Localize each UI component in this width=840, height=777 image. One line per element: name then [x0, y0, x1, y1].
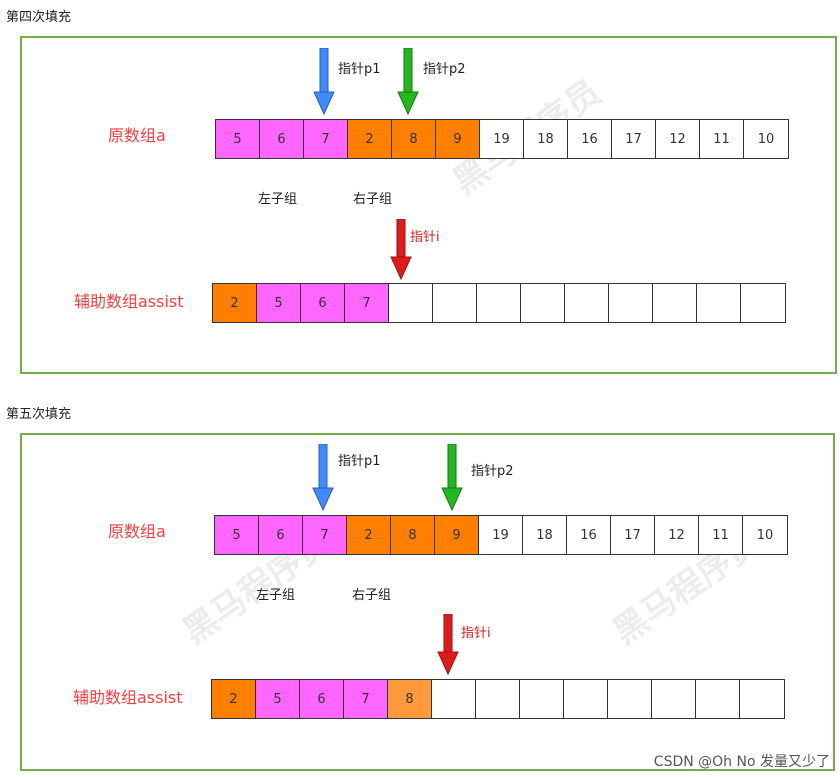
assist-cell: 8	[388, 680, 432, 718]
assist-cell	[609, 284, 653, 322]
array-cell: 19	[480, 120, 524, 158]
array-cell: 17	[611, 516, 655, 554]
array-cell: 18	[523, 516, 567, 554]
pointer-p1-icon	[313, 47, 335, 120]
right-group-label: 右子组	[353, 192, 393, 207]
right-group-label: 右子组	[352, 588, 392, 603]
array-cell: 8	[392, 120, 436, 158]
pointer-i-icon	[437, 613, 459, 680]
pointer-p2-label: 指针p2	[423, 62, 466, 77]
array-cell: 8	[391, 516, 435, 554]
assist-cell	[652, 680, 696, 718]
array-cell: 5	[216, 120, 260, 158]
footer-credit: CSDN @Oh No 发量又少了	[653, 754, 830, 770]
pointer-p1-label: 指针p1	[338, 454, 381, 469]
array-cell: 5	[215, 516, 259, 554]
section-caption: 第五次填充	[6, 407, 72, 422]
assist-cell	[432, 680, 476, 718]
left-group-label: 左子组	[256, 588, 296, 603]
array-label: 原数组a	[108, 522, 166, 541]
assist-cell: 7	[345, 284, 389, 322]
array-cell: 16	[568, 120, 612, 158]
pointer-i-icon	[390, 218, 412, 285]
assist-cell: 7	[344, 680, 388, 718]
assist-cell: 5	[257, 284, 301, 322]
array-cell: 12	[655, 516, 699, 554]
assist-cell	[697, 284, 741, 322]
assist-cell	[477, 284, 521, 322]
assist-cell	[740, 680, 784, 718]
array-cell: 6	[259, 516, 303, 554]
diagram-panel	[20, 433, 835, 771]
assist-cell	[565, 284, 609, 322]
array-cell: 9	[435, 516, 479, 554]
array-label: 原数组a	[108, 126, 166, 145]
left-group-label: 左子组	[258, 192, 298, 207]
array-cell: 2	[348, 120, 392, 158]
array-cell: 2	[347, 516, 391, 554]
array-cell: 16	[567, 516, 611, 554]
assist-label: 辅助数组assist	[74, 292, 184, 311]
section-caption: 第四次填充	[6, 10, 72, 25]
assist-cell	[476, 680, 520, 718]
assist-label: 辅助数组assist	[73, 688, 183, 707]
assist-cell	[389, 284, 433, 322]
assist-cell	[741, 284, 785, 322]
assist-cell	[521, 284, 565, 322]
pointer-p2-icon	[441, 443, 463, 516]
array-cell: 9	[436, 120, 480, 158]
pointer-p1-label: 指针p1	[338, 62, 381, 77]
array-cell: 7	[304, 120, 348, 158]
array-cell: 19	[479, 516, 523, 554]
array-cell: 11	[700, 120, 744, 158]
array-cell: 7	[303, 516, 347, 554]
array-cell: 11	[699, 516, 743, 554]
array-cell: 10	[744, 120, 788, 158]
array-cell: 12	[656, 120, 700, 158]
diagram-panel	[20, 36, 837, 374]
assist-cell: 6	[301, 284, 345, 322]
pointer-p1-icon	[312, 443, 334, 516]
assist-cell	[696, 680, 740, 718]
pointer-i-label: 指针i	[461, 626, 491, 641]
pointer-p2-icon	[397, 47, 419, 120]
assist-cell	[608, 680, 652, 718]
assist-cell	[653, 284, 697, 322]
assist-cell: 2	[212, 680, 256, 718]
array-cell: 17	[612, 120, 656, 158]
assist-cell	[564, 680, 608, 718]
array-cell: 10	[743, 516, 787, 554]
assist-cell: 5	[256, 680, 300, 718]
array-cell: 6	[260, 120, 304, 158]
assist-cell: 2	[213, 284, 257, 322]
pointer-p2-label: 指针p2	[471, 464, 514, 479]
pointer-i-label: 指针i	[410, 230, 440, 245]
assist-cell	[433, 284, 477, 322]
array-cell: 18	[524, 120, 568, 158]
assist-cell: 6	[300, 680, 344, 718]
assist-cell	[520, 680, 564, 718]
